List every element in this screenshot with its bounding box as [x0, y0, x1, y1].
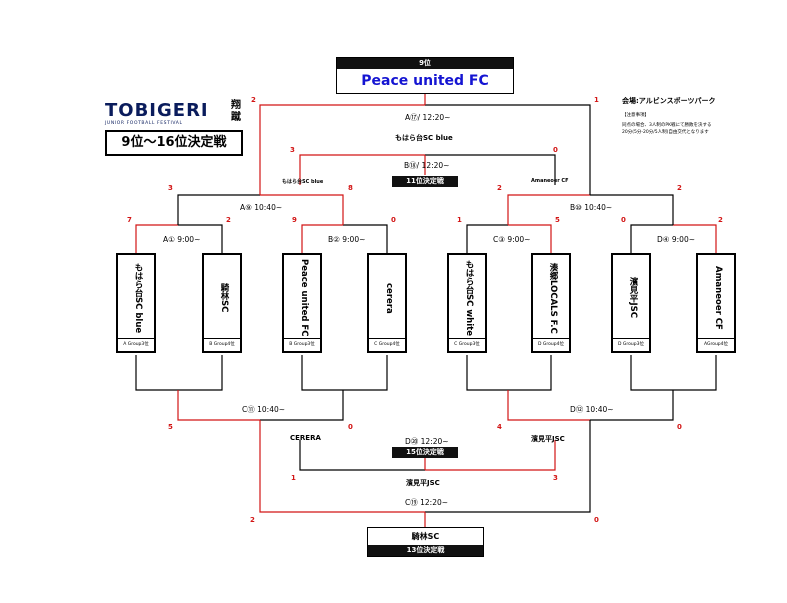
ninth-place-winner: Peace united FC — [361, 73, 489, 89]
team-card: cerera C Group4位 — [367, 253, 407, 353]
logo-kanji: 翔蹴 — [231, 100, 241, 123]
score-d20-left: 1 — [291, 474, 296, 482]
team-card: Amaneoer CF AGroup4位 — [696, 253, 736, 353]
score-b10-left: 2 — [497, 184, 502, 192]
fifteenth-winner: 濱見平JSC — [406, 479, 440, 487]
thirteenth-place-title: 13位決定戦 — [368, 545, 483, 556]
score-a1-right: 2 — [226, 216, 231, 224]
match-label-d20: D⑳ 12:20~ — [405, 437, 449, 446]
score-c3-left: 1 — [457, 216, 462, 224]
score-b18-right: 0 — [553, 146, 558, 154]
match-a17-winner: もはら台SC blue — [395, 134, 453, 142]
tobigeri-logo: TOBIGERI JUNIOR FOOTBALL FESTIVAL 翔蹴 — [105, 100, 241, 126]
team-name: もはら台SC blue — [133, 262, 143, 334]
notice-heading: 【注意事項】 — [622, 113, 649, 118]
score-b18-left: 3 — [290, 146, 295, 154]
team-name: 湊郷LOCALS F.C — [548, 262, 558, 334]
score-c3-right: 5 — [555, 216, 560, 224]
score-c11-left: 5 — [168, 423, 173, 431]
match-label-a9: A⑨ 10:40~ — [240, 203, 283, 212]
match-label-d12: D⑫ 10:40~ — [570, 405, 614, 414]
page-title: 9位～16位決定戦 — [105, 130, 243, 156]
score-a17-right: 1 — [594, 96, 599, 104]
venue-text: 会場:アルビンスポーツパーク — [622, 97, 716, 105]
team-group: AGroup4位 — [698, 338, 734, 351]
team-name: 濱見平JSC — [628, 277, 638, 319]
score-a1-left: 7 — [127, 216, 132, 224]
score-d4-right: 2 — [718, 216, 723, 224]
score-b10-right: 2 — [677, 184, 682, 192]
thirteenth-place-box: 騎林SC 13位決定戦 — [367, 527, 484, 557]
logo-subtitle: JUNIOR FOOTBALL FESTIVAL — [105, 121, 183, 126]
team-name: cerera — [384, 282, 394, 314]
match-label-b10: B⑩ 10:40~ — [570, 203, 613, 212]
eleventh-left-team: もはら台SC blue — [282, 179, 324, 185]
team-card: もはら台SC blue A Group3位 — [116, 253, 156, 353]
match-label-c19: C⑲ 12:20~ — [405, 498, 449, 507]
match-label-b18: B⑱/ 12:20~ — [404, 161, 450, 170]
team-card: 濱見平JSC D Group3位 — [611, 253, 651, 353]
team-name: 騎林SC — [219, 283, 229, 313]
note-item: 同点の場合、3人制のPK戦にて勝敗を決する — [622, 123, 712, 128]
score-b2-right: 0 — [391, 216, 396, 224]
score-a9-right: 8 — [348, 184, 353, 192]
logo-wordmark: TOBIGERI — [105, 100, 209, 121]
ninth-place-box: 9位 Peace united FC — [336, 57, 514, 94]
fifteenth-place-title: 15位決定戦 — [392, 447, 458, 458]
team-group: D Group4位 — [533, 338, 569, 351]
team-group: B Group4位 — [204, 338, 240, 351]
team-name: もはら台SC white — [464, 260, 474, 336]
team-name: Peace united FC — [299, 259, 309, 337]
score-a9-left: 3 — [168, 184, 173, 192]
team-card: Peace united FC B Group3位 — [282, 253, 322, 353]
score-d4-left: 0 — [621, 216, 626, 224]
match-label-a17: A⑰/ 12:20~ — [405, 113, 451, 122]
score-d12-right: 0 — [677, 423, 682, 431]
eleventh-place-title: 11位決定戦 — [392, 176, 458, 187]
score-c19-right: 0 — [594, 516, 599, 524]
ninth-place-title: 9位 — [337, 58, 513, 69]
team-name: Amaneoer CF — [713, 266, 723, 330]
thirteenth-place-winner: 騎林SC — [411, 532, 440, 541]
team-card: 騎林SC B Group4位 — [202, 253, 242, 353]
team-group: D Group3位 — [613, 338, 649, 351]
fifteenth-right-team: 濱見平JSC — [531, 435, 565, 443]
score-d20-right: 3 — [553, 474, 558, 482]
score-b2-left: 9 — [292, 216, 297, 224]
team-card: 湊郷LOCALS F.C D Group4位 — [531, 253, 571, 353]
eleventh-right-team: Amaneoer CF — [531, 178, 569, 184]
team-group: A Group3位 — [118, 338, 154, 351]
team-group: C Group3位 — [449, 338, 485, 351]
score-c19-left: 2 — [250, 516, 255, 524]
match-label-b2: B② 9:00~ — [328, 235, 366, 244]
team-card: もはら台SC white C Group3位 — [447, 253, 487, 353]
info-panel: 会場:アルビンスポーツパーク 【注意事項】 同点の場合、3人制のPK戦にて勝敗を… — [622, 96, 782, 136]
match-label-c3: C③ 9:00~ — [493, 235, 531, 244]
match-label-d4: D④ 9:00~ — [657, 235, 696, 244]
match-label-a1: A① 9:00~ — [163, 235, 201, 244]
score-c11-right: 0 — [348, 423, 353, 431]
note-item: 20分(5分-20分/5人制)自由交代となります — [622, 130, 709, 135]
score-d12-left: 4 — [497, 423, 502, 431]
fifteenth-left-team: CERERA — [290, 434, 321, 442]
score-a17-left: 2 — [251, 96, 256, 104]
team-group: B Group3位 — [284, 338, 320, 351]
team-group: C Group4位 — [369, 338, 405, 351]
match-label-c11: C⑪ 10:40~ — [242, 405, 286, 414]
